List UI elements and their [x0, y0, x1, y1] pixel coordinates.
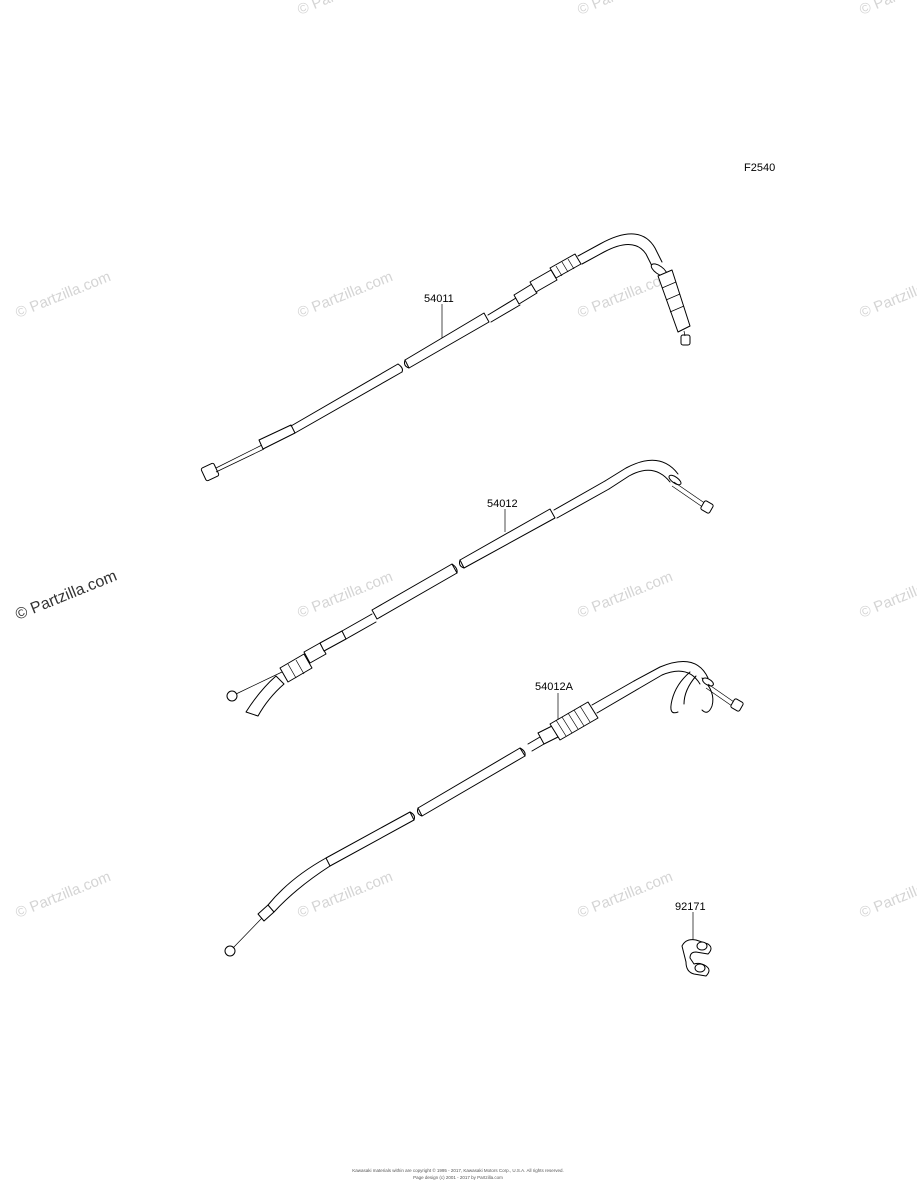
- part-number-92171: 92171: [675, 901, 706, 913]
- watermark: © Partzilla.com: [13, 868, 113, 922]
- footer-copyright: Kawasaki materials within are copyright …: [352, 1167, 563, 1173]
- figure-code: F2540: [744, 162, 775, 174]
- clamp-92171: [681, 939, 712, 977]
- watermark: © Partzilla.com: [857, 0, 917, 19]
- watermark: © Partzilla.com: [857, 268, 917, 322]
- watermark: © Partzilla.com: [575, 568, 675, 622]
- watermark: © Partzilla.com: [857, 568, 917, 622]
- part-number-54011: 54011: [424, 293, 454, 305]
- part-number-54012: 54012: [487, 498, 518, 510]
- watermark-dark: © Partzilla.com: [13, 568, 119, 624]
- watermark: © Partzilla.com: [575, 868, 675, 922]
- footer-page-design: Page design (c) 2001 - 2017 by Partzilla…: [413, 1175, 503, 1180]
- cable-54012A: [224, 661, 744, 957]
- watermark: © Partzilla.com: [295, 0, 395, 19]
- cable-end-fitting: [226, 690, 238, 702]
- cable-54011: [200, 233, 691, 482]
- watermark: © Partzilla.com: [857, 868, 917, 922]
- watermark: © Partzilla.com: [13, 268, 113, 322]
- watermark: © Partzilla.com: [295, 868, 395, 922]
- cable-end-fitting: [700, 500, 714, 514]
- cable-end-fitting: [680, 334, 691, 346]
- watermark: © Partzilla.com: [575, 0, 675, 19]
- watermark: © Partzilla.com: [295, 268, 395, 322]
- part-number-54012A: 54012A: [535, 681, 574, 693]
- cable-end-fitting: [224, 945, 236, 957]
- cable-end-fitting: [200, 462, 220, 482]
- cable-end-fitting: [730, 698, 744, 712]
- cable-54012: [226, 459, 714, 717]
